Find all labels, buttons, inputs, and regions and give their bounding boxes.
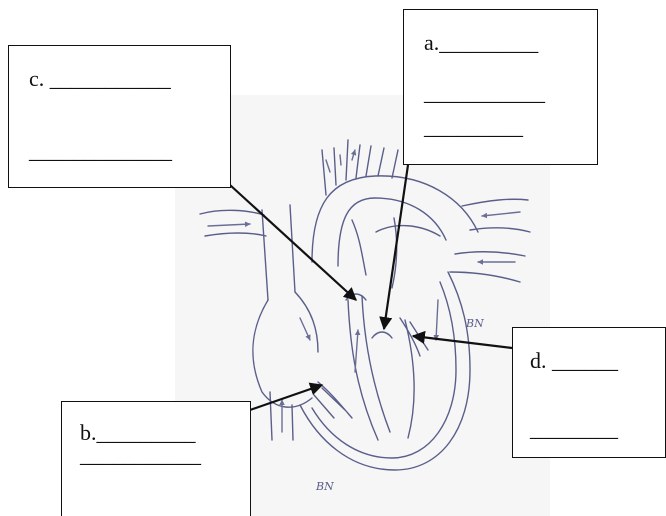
label-b-line2: ___________ bbox=[80, 444, 201, 466]
label-box-a[interactable]: a._________ ___________ _________ bbox=[403, 9, 598, 165]
label-d-line1: d. ______ bbox=[530, 350, 618, 372]
sketch-initials-right: BN bbox=[465, 317, 484, 330]
label-box-b[interactable]: b._________ ___________ bbox=[61, 401, 251, 516]
label-d-line2: ________ bbox=[530, 418, 618, 440]
label-a-line3: _________ bbox=[424, 116, 523, 138]
label-box-c[interactable]: c. ___________ _____________ bbox=[8, 45, 231, 188]
label-box-d[interactable]: d. ______ ________ bbox=[512, 327, 666, 458]
label-a-line2: ___________ bbox=[424, 82, 545, 104]
label-b-line1: b._________ bbox=[80, 422, 196, 444]
label-c-line2: _____________ bbox=[29, 140, 172, 162]
sketch-initials-bottom: BN bbox=[315, 480, 334, 493]
label-a-line1: a._________ bbox=[424, 32, 538, 54]
label-c-line1: c. ___________ bbox=[29, 68, 171, 90]
